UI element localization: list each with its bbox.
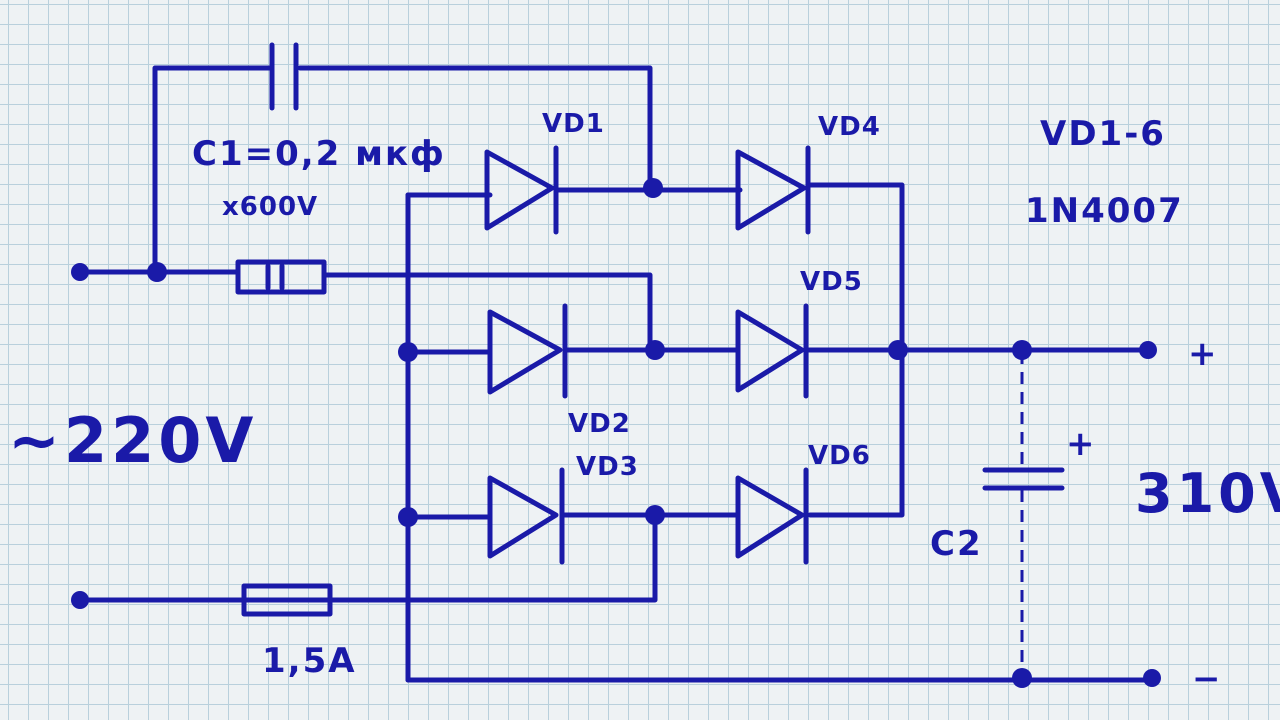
c1-voltage-label: x600V [222, 192, 318, 222]
junctions [71, 178, 1161, 688]
fuse-rating-label: 1,5A [262, 641, 357, 681]
output-voltage-label: 310V [1135, 462, 1280, 525]
capacitor-c2 [982, 352, 1065, 678]
diode-vd6 [735, 467, 809, 565]
diode-range-label: VD1-6 [1040, 114, 1166, 154]
vd5-label: VD5 [800, 267, 863, 297]
c1-value-label: C1=0,2 мкф [192, 134, 446, 174]
diode-vd2 [487, 303, 568, 399]
output-terminal-plus [1139, 341, 1157, 359]
diode-part-label: 1N4007 [1025, 191, 1184, 231]
input-line-bottom [77, 512, 658, 617]
diode-vd5 [735, 303, 809, 399]
diode-vd4 [735, 145, 811, 235]
vd3-label: VD3 [576, 452, 639, 482]
output-terminal-minus [1143, 669, 1161, 687]
vd1-label: VD1 [542, 109, 605, 139]
diode-vd1 [484, 145, 559, 235]
input-terminal-1 [71, 263, 89, 281]
output-minus-label: − [1192, 659, 1223, 699]
input-terminal-2 [71, 591, 89, 609]
vd6-label: VD6 [808, 441, 871, 471]
vd4-label: VD4 [818, 112, 881, 142]
c2-label: C2 [930, 524, 983, 564]
output-plus-label: + [1188, 334, 1219, 374]
capacitor-c1 [152, 42, 653, 273]
vd2-label: VD2 [568, 409, 631, 439]
diode-vd3 [487, 467, 565, 565]
input-voltage-label: ~220V [8, 404, 257, 477]
c2-polarity-label: + [1066, 424, 1097, 464]
